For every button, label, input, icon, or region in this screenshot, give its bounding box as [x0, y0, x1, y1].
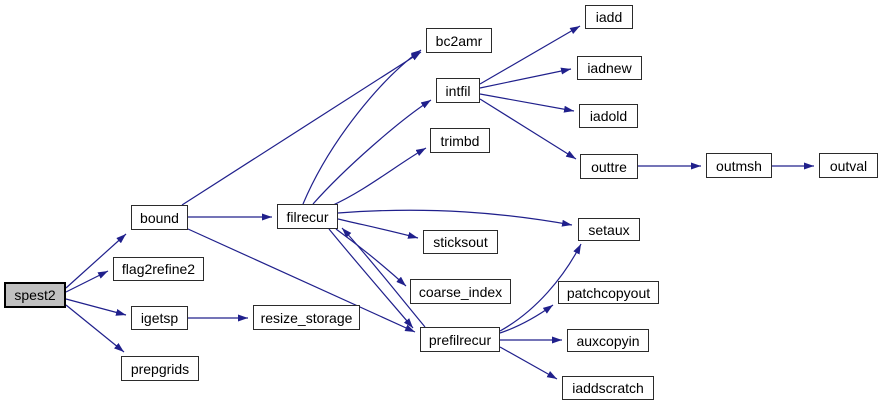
edge-spest2-prepgrids — [65, 304, 125, 353]
node-flag2refine2[interactable]: flag2refine2 — [113, 257, 204, 281]
edge-intfil-outtre — [479, 98, 577, 160]
node-bound[interactable]: bound — [131, 205, 188, 230]
edge-filrecur-intfil — [312, 99, 432, 205]
edge-prefilrecur-iaddscratch — [499, 346, 558, 380]
node-iaddscratch[interactable]: iaddscratch — [562, 376, 654, 400]
node-outtre[interactable]: outtre — [580, 154, 638, 179]
edge-prefilrecur-patchcopyout — [499, 304, 554, 334]
node-resize_storage[interactable]: resize_storage — [253, 305, 360, 330]
edge-filrecur-sticksout — [337, 218, 419, 239]
node-outmsh[interactable]: outmsh — [706, 153, 772, 178]
edge-bound-bc2amr — [181, 51, 422, 206]
node-iadnew[interactable]: iadnew — [577, 56, 642, 80]
edge-filrecur-trimbd — [330, 147, 427, 207]
edge-bound-prefilrecur — [187, 228, 416, 333]
edge-intfil-iadold — [479, 93, 575, 113]
edge-intfil-iadd — [479, 25, 581, 85]
node-setaux[interactable]: setaux — [578, 218, 640, 241]
edge-spest2-bound — [65, 233, 127, 289]
node-sticksout[interactable]: sticksout — [423, 230, 498, 254]
node-intfil[interactable]: intfil — [436, 78, 480, 103]
edge-spest2-igetsp — [65, 298, 127, 316]
node-trimbd[interactable]: trimbd — [430, 128, 490, 153]
node-auxcopyin[interactable]: auxcopyin — [567, 329, 649, 352]
node-bc2amr[interactable]: bc2amr — [426, 28, 492, 53]
node-iadd[interactable]: iadd — [585, 5, 633, 29]
node-iadold[interactable]: iadold — [579, 104, 638, 128]
node-prefilrecur[interactable]: prefilrecur — [420, 327, 500, 352]
edge-prefilrecur-setaux — [499, 243, 582, 332]
edge-prefilrecur-filrecur — [341, 227, 426, 328]
node-igetsp[interactable]: igetsp — [131, 306, 188, 330]
node-outval[interactable]: outval — [819, 153, 878, 178]
edge-filrecur-prefilrecur — [328, 228, 414, 329]
node-spest2[interactable]: spest2 — [4, 282, 66, 308]
edge-filrecur-bc2amr — [302, 49, 422, 205]
edge-spest2-flag2refine2 — [65, 270, 109, 293]
edge-filrecur-setaux — [337, 209, 573, 227]
node-filrecur[interactable]: filrecur — [277, 204, 338, 229]
node-coarse_index[interactable]: coarse_index — [410, 279, 511, 304]
node-prepgrids[interactable]: prepgrids — [121, 356, 199, 381]
node-patchcopyout[interactable]: patchcopyout — [558, 281, 659, 304]
edge-group — [65, 25, 814, 380]
edge-intfil-iadnew — [479, 67, 572, 89]
